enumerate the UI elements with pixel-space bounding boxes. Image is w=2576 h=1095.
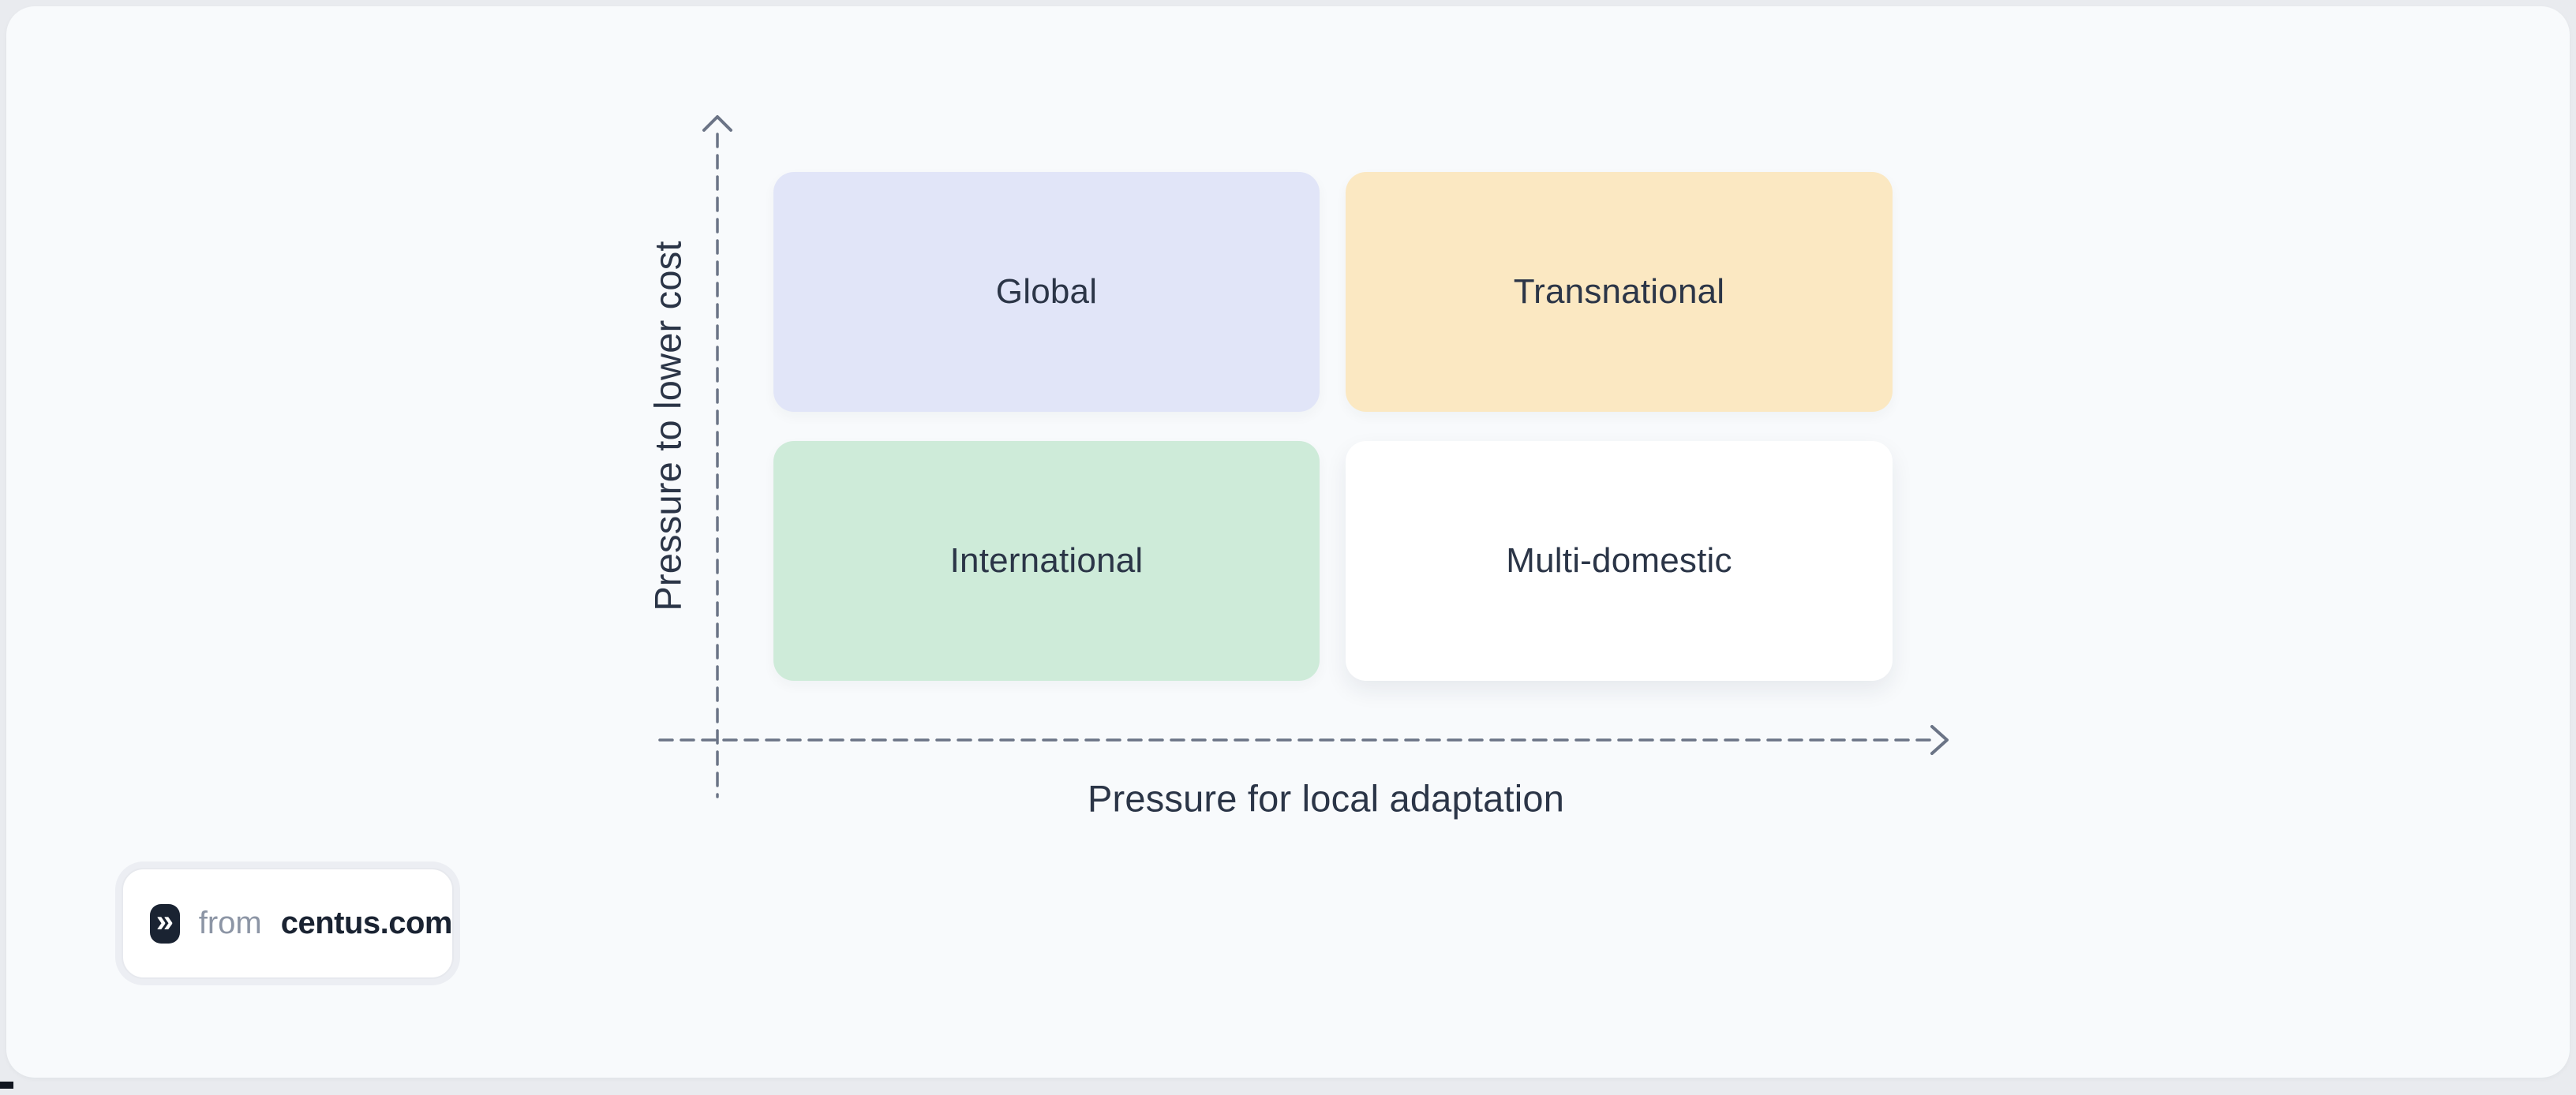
quadrant-multi-domestic: Multi-domestic [1346,441,1893,681]
right-arrow-icon [1932,727,1947,753]
x-axis-label: Pressure for local adaptation [1088,777,1564,820]
bottom-edge-notch [0,1082,13,1089]
attribution-badge[interactable]: » from centus.com [122,868,454,979]
double-chevron-icon: » [150,904,180,944]
attribution-site: centus.com [281,906,452,941]
quadrant-label: Transnational [1514,272,1725,312]
diagram-card: Global Transnational International Multi… [6,6,2570,1078]
y-axis-label: Pressure to lower cost [646,241,690,611]
up-arrow-icon [704,117,731,130]
quadrant-label: International [950,541,1144,581]
attribution-prefix: from [199,906,262,941]
quadrant-label: Global [996,272,1097,312]
quadrant-international: International [773,441,1320,681]
quadrant-global: Global [773,172,1320,412]
quadrant-label: Multi-domestic [1506,541,1732,581]
quadrant-transnational: Transnational [1346,172,1893,412]
